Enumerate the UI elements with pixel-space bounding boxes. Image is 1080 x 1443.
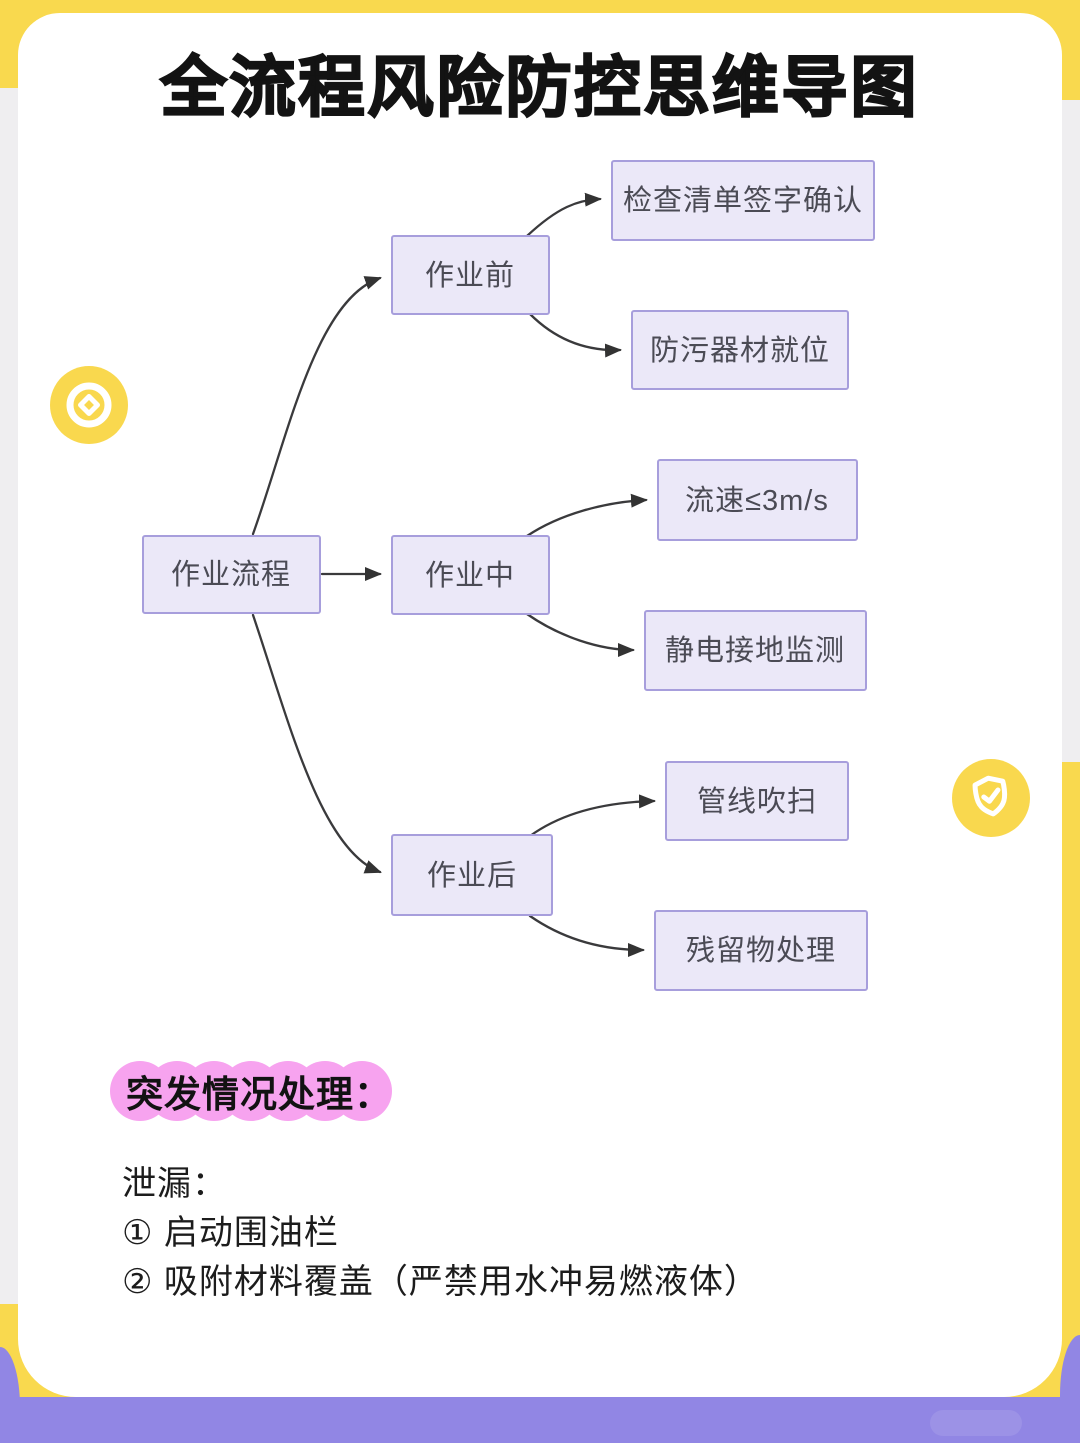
- svg-text:作业中: 作业中: [425, 559, 515, 592]
- leak-step-2: ② 吸附材料覆盖（严禁用水冲易燃液体）: [122, 1263, 759, 1301]
- node-flow-rate-limit: 流速≤3m/s: [657, 459, 858, 541]
- emergency-section: 突发情况处理： 泄漏： ① 启动围油栏 ② 吸附材料覆盖（严禁用水冲易燃液体）: [122, 1052, 759, 1307]
- edge-mid-to-flowrate: [525, 493, 648, 538]
- svg-text:残留物处理: 残留物处理: [686, 934, 836, 967]
- leak-instructions: 泄漏： ① 启动围油栏 ② 吸附材料覆盖（严禁用水冲易燃液体）: [122, 1160, 759, 1307]
- node-static-grounding: 静电接地监测: [644, 610, 867, 691]
- frame-edge-left: [0, 88, 18, 1304]
- svg-text:作业流程: 作业流程: [171, 558, 291, 591]
- edge-pre-to-equipment: [528, 312, 622, 358]
- edge-root-to-post: [251, 613, 382, 874]
- svg-text:作业前: 作业前: [425, 259, 515, 292]
- leak-subheading: 泄漏：: [122, 1165, 227, 1203]
- svg-text:检查清单签字确认: 检查清单签字确认: [623, 184, 863, 217]
- leak-step-1: ① 启动围油栏: [122, 1214, 339, 1252]
- svg-text:作业后: 作业后: [427, 859, 517, 892]
- watermark: [930, 1410, 1022, 1436]
- node-residue-disposal: 残留物处理: [654, 910, 868, 991]
- svg-text:管线吹扫: 管线吹扫: [697, 785, 817, 818]
- edge-post-to-purge: [528, 794, 656, 838]
- node-pipeline-purge: 管线吹扫: [665, 761, 849, 841]
- coin-badge-icon: [50, 366, 128, 444]
- page-title: 全流程风险防控思维导图: [159, 49, 920, 125]
- shield-check-icon: [952, 759, 1030, 837]
- node-checklist-sign: 检查清单签字确认: [611, 160, 875, 241]
- edge-root-to-pre: [251, 276, 382, 536]
- node-antipollution-equipment: 防污器材就位: [631, 310, 849, 390]
- frame-edge-right: [1062, 100, 1080, 762]
- svg-text:静电接地监测: 静电接地监测: [665, 634, 845, 667]
- emergency-heading: 突发情况处理：: [126, 1074, 392, 1115]
- emergency-heading-highlight: 突发情况处理：: [122, 1052, 402, 1130]
- edge-pre-to-checklist: [525, 192, 602, 238]
- frame-bottom-bar: [0, 1397, 1080, 1443]
- node-pre-work: 作业前: [391, 235, 550, 315]
- node-after-work: 作业后: [391, 834, 553, 916]
- edge-mid-to-static: [525, 612, 635, 657]
- svg-text:防污器材就位: 防污器材就位: [650, 334, 830, 367]
- svg-text:流速≤3m/s: 流速≤3m/s: [685, 484, 829, 517]
- node-during-work: 作业中: [391, 535, 550, 615]
- edge-post-to-residue: [528, 914, 645, 957]
- node-root: 作业流程: [142, 535, 321, 614]
